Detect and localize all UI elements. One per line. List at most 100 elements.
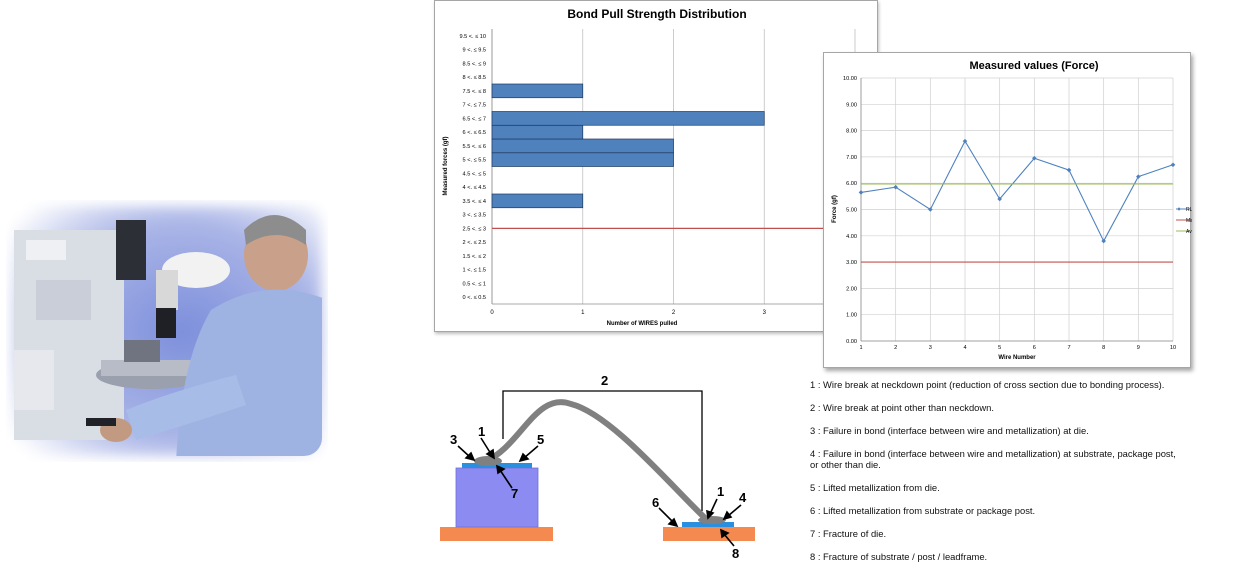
failure-mode-item: or other than die. xyxy=(810,459,881,470)
failure-mode-item: 4 : Failure in bond (interface between w… xyxy=(810,448,1176,459)
wire-bond-diagram-svg: 1 2 3 5 7 1 4 6 8 xyxy=(440,373,755,561)
chart1-category-label: 5 <. ≤ 5.5 xyxy=(463,158,486,164)
failure-mode-item: 6 : Lifted metallization from substrate … xyxy=(810,505,1036,516)
chart1-category-label: 1 <. ≤ 1.5 xyxy=(463,268,486,274)
label-2-bracket xyxy=(502,390,703,511)
chart1-category-label: 6 <. ≤ 6.5 xyxy=(463,130,486,136)
chart2-data-point xyxy=(1066,167,1072,173)
chart2-y-tick-label: 2.00 xyxy=(846,286,857,292)
label-8: 8 xyxy=(732,546,739,561)
label-2: 2 xyxy=(601,373,608,388)
failure-mode-item: 5 : Lifted metallization from die. xyxy=(810,482,940,493)
chart1-category-label: 3.5 <. ≤ 4 xyxy=(463,199,486,205)
chart1-category-label: 2 <. ≤ 2.5 xyxy=(463,240,486,246)
label-7: 7 xyxy=(511,486,518,501)
chart2-x-tick-label: 6 xyxy=(1033,345,1036,351)
die xyxy=(455,467,539,528)
chart2-x-tick-label: 1 xyxy=(859,345,862,351)
chart1-title: Bond Pull Strength Distribution xyxy=(567,7,746,21)
arrowhead-7 xyxy=(496,464,506,475)
arrowhead-8 xyxy=(720,528,730,539)
arrowhead-4 xyxy=(722,510,733,521)
chart2-legend-label: Min. Limit xyxy=(1186,218,1192,224)
chart2-y-tick-label: 4.00 xyxy=(846,234,857,240)
lab-photo xyxy=(6,200,328,462)
chart1-category-label: 0 <. ≤ 0.5 xyxy=(463,295,486,301)
chart2-data-point xyxy=(1032,155,1037,161)
chart1-category-label: 9 <. ≤ 9.5 xyxy=(463,48,486,54)
arrow-1b xyxy=(709,498,718,515)
chart1-bar xyxy=(491,124,584,140)
chart2-y-tick-label: 0.00 xyxy=(846,339,857,345)
arrowhead-3 xyxy=(464,451,476,462)
lab-photo-illustration xyxy=(12,206,322,456)
arrowhead-6 xyxy=(667,517,679,528)
chart2-x-tick-label: 10 xyxy=(1170,345,1176,351)
failure-mode-item: 7 : Fracture of die. xyxy=(810,528,887,539)
chart1-category-label: 7.5 <. ≤ 8 xyxy=(463,89,486,95)
chart2-x-axis-label: Wire Number xyxy=(998,355,1036,361)
arrowhead-5 xyxy=(518,452,530,463)
chart1-category-label: 0.5 <. ≤ 1 xyxy=(463,281,486,287)
chart2-x-tick-label: 5 xyxy=(998,345,1001,351)
chart1-bar xyxy=(491,83,584,99)
chart1-category-label: 9.5 <. ≤ 10 xyxy=(459,34,486,40)
bond-wire xyxy=(483,399,709,522)
chart2-data-point xyxy=(893,184,898,190)
chart2-x-tick-label: 2 xyxy=(894,345,897,351)
chart2-data-point xyxy=(1170,162,1176,168)
chart1-bar xyxy=(491,152,674,167)
arrow-8 xyxy=(723,533,735,547)
arrow-4 xyxy=(727,504,742,517)
arrow-1a xyxy=(480,437,492,455)
chart2-legend-marker xyxy=(1177,207,1181,211)
chart2-data-point xyxy=(858,190,864,195)
chart2-x-tick-label: 3 xyxy=(929,345,932,351)
label-5: 5 xyxy=(537,432,544,447)
measured-values-svg: Measured values (Force) Force (gf) Wire … xyxy=(832,60,1222,361)
chart2-legend-label: RL 2017010450 xyxy=(1186,207,1192,213)
chart2-series-line xyxy=(860,139,1174,243)
chart1-x-tick-label: 2 xyxy=(672,310,676,316)
chart1-x-tick-label: 3 xyxy=(763,310,767,316)
bond-pull-strength-svg: Bond Pull Strength Distribution Measured… xyxy=(443,7,879,327)
chart1-x-tick-label: 0 xyxy=(490,310,494,316)
measured-values-chart: Measured values (Force) Force (gf) Wire … xyxy=(823,52,1222,368)
chart1-category-label: 4 <. ≤ 4.5 xyxy=(463,185,486,191)
chart1-category-label: 8 <. ≤ 8.5 xyxy=(463,75,486,81)
substrate-wedge-bond xyxy=(698,516,726,524)
chart1-category-label: 3 <. ≤ 3.5 xyxy=(463,213,486,219)
chart2-data-point xyxy=(928,207,933,212)
chart2-x-tick-label: 4 xyxy=(963,345,966,351)
chart2-x-tick-label: 7 xyxy=(1067,345,1070,351)
arrow-5 xyxy=(523,445,539,459)
chart2-y-tick-label: 5.00 xyxy=(846,208,857,214)
chart2-x-tick-label: 9 xyxy=(1137,345,1140,351)
bond-pull-strength-chart: Bond Pull Strength Distribution Measured… xyxy=(434,0,879,332)
chart2-title: Measured values (Force) xyxy=(970,60,1099,72)
chart1-bar xyxy=(491,111,765,126)
chart1-bar xyxy=(491,138,674,154)
chart1-x-axis-label: Number of WIRES pulled xyxy=(607,321,678,327)
arrow-7 xyxy=(499,469,513,489)
arrowhead-1b xyxy=(706,509,715,520)
label-1-left: 1 xyxy=(478,424,485,439)
chart2-data-point xyxy=(997,196,1002,202)
chart2-y-tick-label: 1.00 xyxy=(846,313,857,319)
chart2-x-tick-label: 8 xyxy=(1102,345,1105,351)
chart1-category-label: 1.5 <. ≤ 2 xyxy=(463,254,486,260)
chart2-y-axis-label: Force (gf) xyxy=(832,195,838,223)
right-substrate xyxy=(663,527,755,541)
chart1-category-label: 6.5 <. ≤ 7 xyxy=(463,116,486,122)
failure-mode-item: 8 : Fracture of substrate / post / leadf… xyxy=(810,551,988,562)
chart1-category-label: 8.5 <. ≤ 9 xyxy=(463,61,486,67)
chart2-y-tick-label: 8.00 xyxy=(846,129,857,135)
label-4: 4 xyxy=(739,490,747,505)
die-ball-bond xyxy=(474,456,502,466)
chart2-y-tick-label: 10.00 xyxy=(843,76,857,82)
label-1-right: 1 xyxy=(717,484,724,499)
failure-mode-item: 1 : Wire break at neckdown point (reduct… xyxy=(810,379,1165,390)
chart2-y-tick-label: 6.00 xyxy=(846,181,857,187)
chart2-y-tick-label: 7.00 xyxy=(846,155,857,161)
failure-mode-item: 2 : Wire break at point other than neckd… xyxy=(810,402,994,413)
